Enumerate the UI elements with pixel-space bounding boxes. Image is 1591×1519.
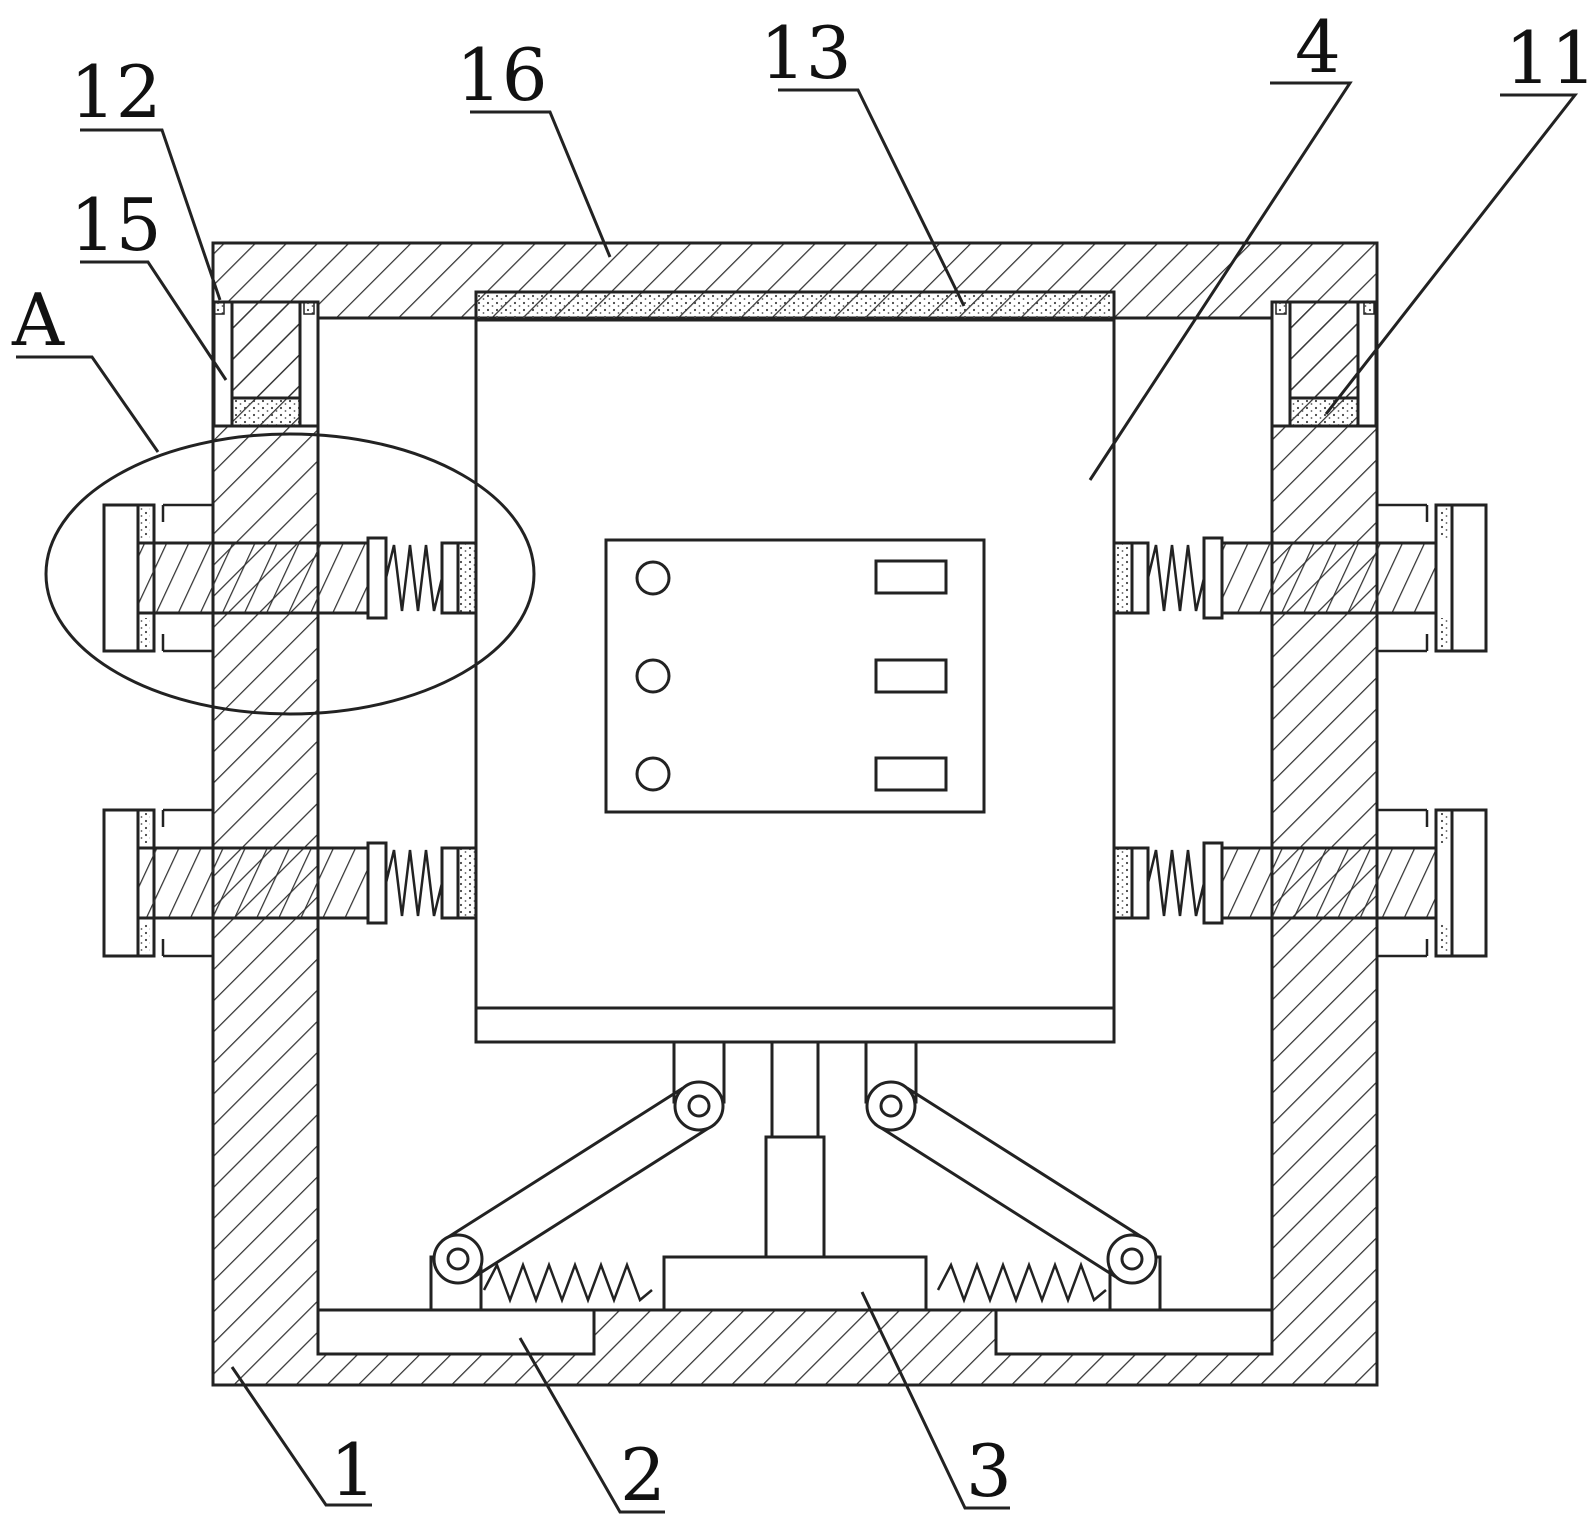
right-outer-slot — [1356, 300, 1378, 428]
indicator-light-icon — [635, 756, 671, 792]
leader-lines — [16, 81, 1579, 1514]
lifting-mechanism — [429, 1040, 1162, 1312]
label-15: 15 — [70, 183, 162, 267]
detail-ellipse-a — [44, 432, 536, 716]
switch-icon — [874, 658, 948, 694]
switch-icon — [874, 559, 948, 595]
right-inner-slot — [1270, 300, 1292, 428]
bottom-plate-right — [994, 1308, 1274, 1356]
label-12: 12 — [70, 50, 162, 134]
label-4: 4 — [1295, 5, 1341, 89]
left-clamp-lower — [102, 808, 478, 958]
label-a: A — [11, 278, 65, 362]
indicator-light-icon — [635, 560, 671, 596]
right-sealing-pad — [1288, 396, 1360, 428]
label-3: 3 — [966, 1429, 1012, 1513]
right-clamp-lower — [1112, 808, 1488, 958]
switch-icon — [874, 756, 948, 792]
label-16: 16 — [456, 33, 548, 117]
device-4 — [474, 318, 1116, 1044]
device-base-plate — [474, 1006, 1116, 1044]
label-1: 1 — [330, 1428, 376, 1512]
left-inner-slot — [298, 300, 320, 428]
label-2: 2 — [620, 1433, 666, 1517]
label-11: 11 — [1505, 16, 1591, 100]
top-cushion-13 — [474, 290, 1116, 322]
bottom-plate-left — [316, 1308, 596, 1356]
left-clamp-upper — [102, 503, 478, 653]
indicator-light-icon — [635, 658, 671, 694]
lifting-base-3 — [662, 1255, 928, 1312]
label-13: 13 — [760, 11, 852, 95]
right-clamp-upper — [1112, 503, 1488, 653]
left-sealing-pad — [230, 396, 302, 428]
